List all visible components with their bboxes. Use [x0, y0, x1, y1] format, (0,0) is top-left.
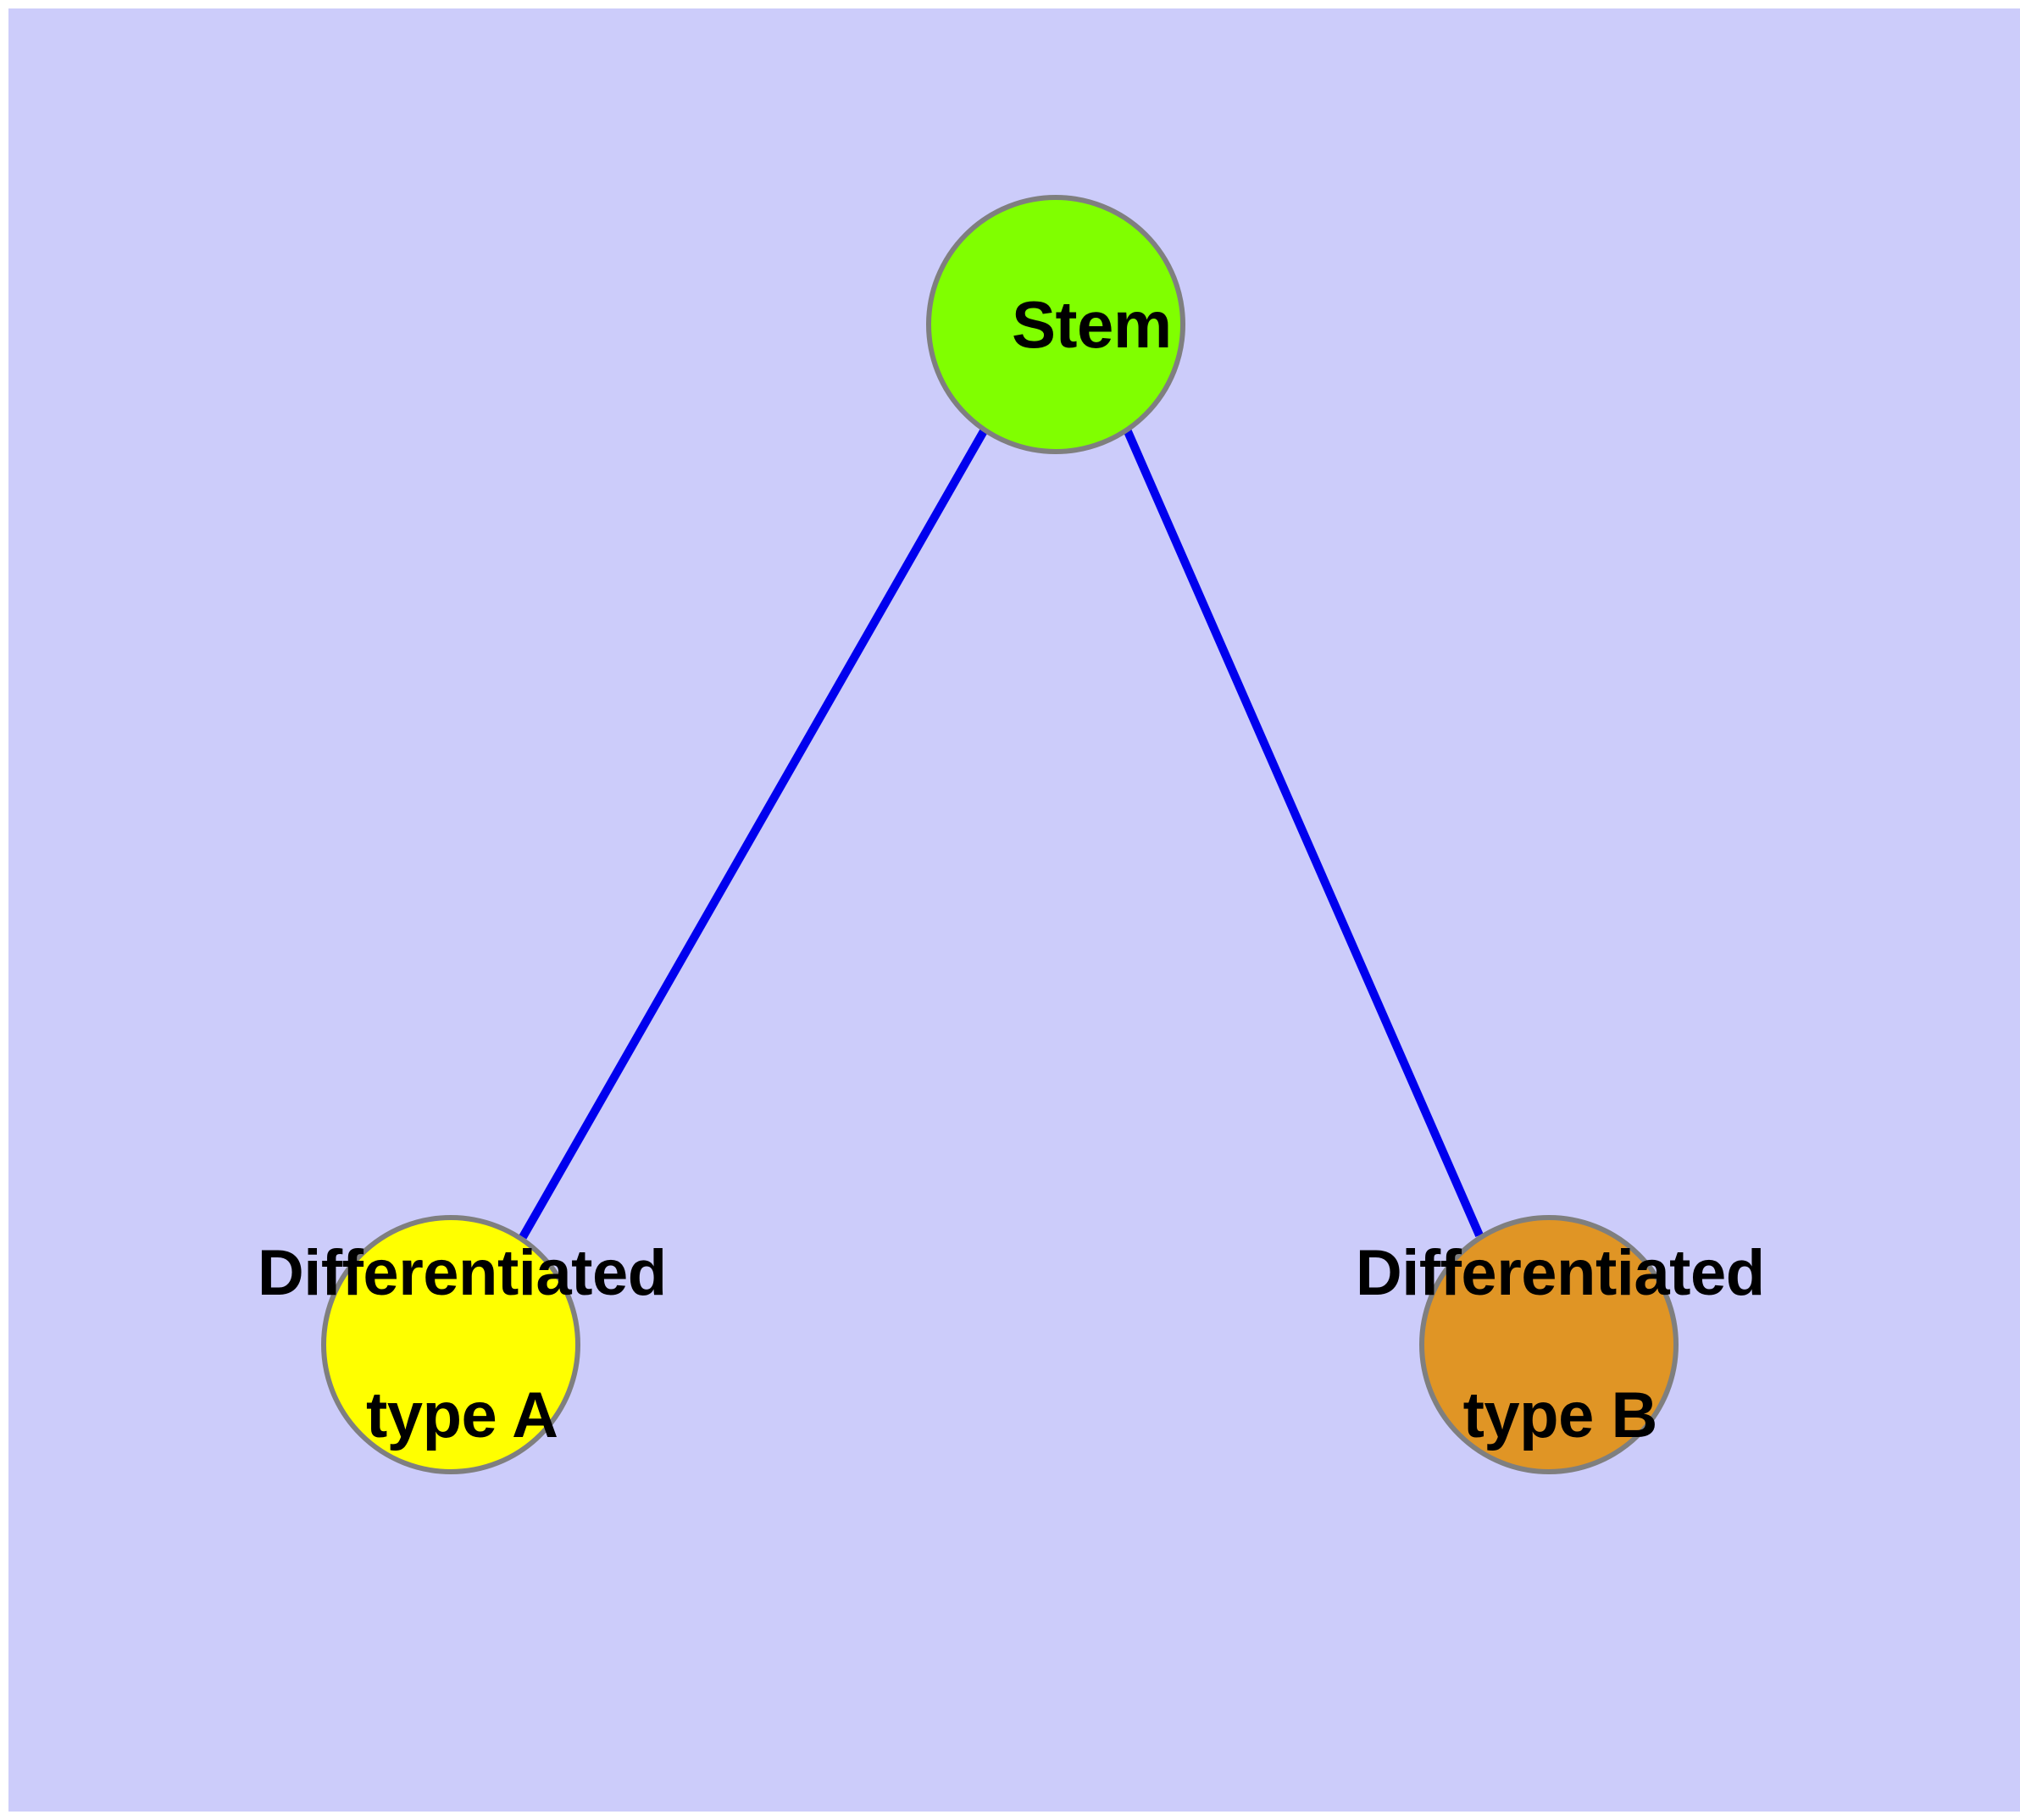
node-circle-stem[interactable] [926, 195, 1185, 454]
node-circle-diff-type-b[interactable] [1419, 1215, 1679, 1474]
node-circle-diff-type-a[interactable] [321, 1215, 580, 1474]
graph-svg [321, 195, 1679, 1474]
edge-stem-to-type-b[interactable] [1123, 427, 1484, 1238]
node-layer [321, 195, 1679, 1474]
edge-layer [519, 427, 1484, 1240]
edge-stem-to-type-a[interactable] [519, 427, 989, 1240]
